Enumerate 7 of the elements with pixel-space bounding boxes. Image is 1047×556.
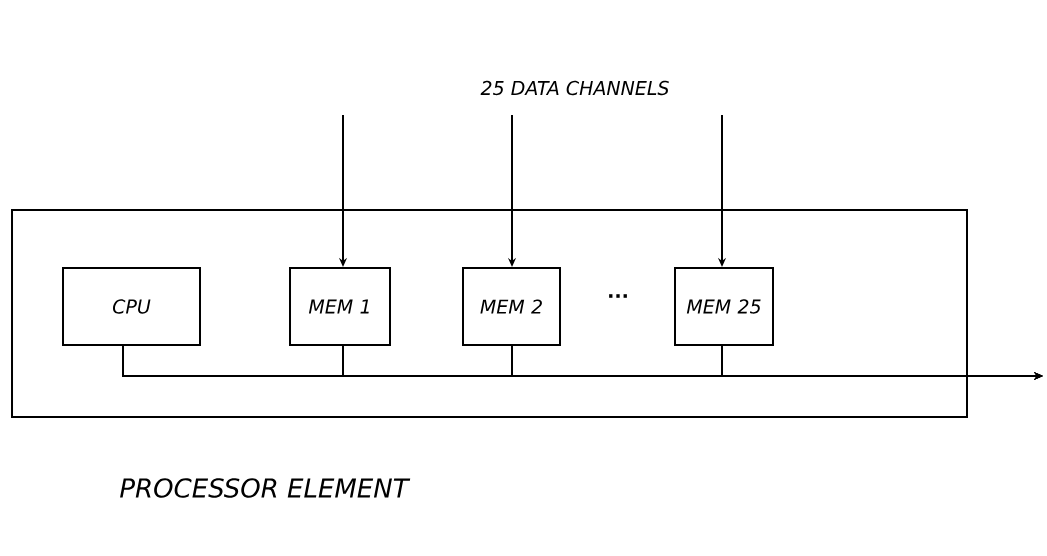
memory-box: MEM 1 (289, 267, 391, 346)
cpu-box: CPU (62, 267, 201, 346)
memory-box: MEM 2 (462, 267, 561, 346)
memory-box: MEM 25 (674, 267, 774, 346)
box-heading: PROCESSOR ELEMENT (120, 478, 411, 498)
ellipsis: ... (609, 294, 627, 298)
title: 25 DATA CHANNELS (480, 80, 669, 96)
